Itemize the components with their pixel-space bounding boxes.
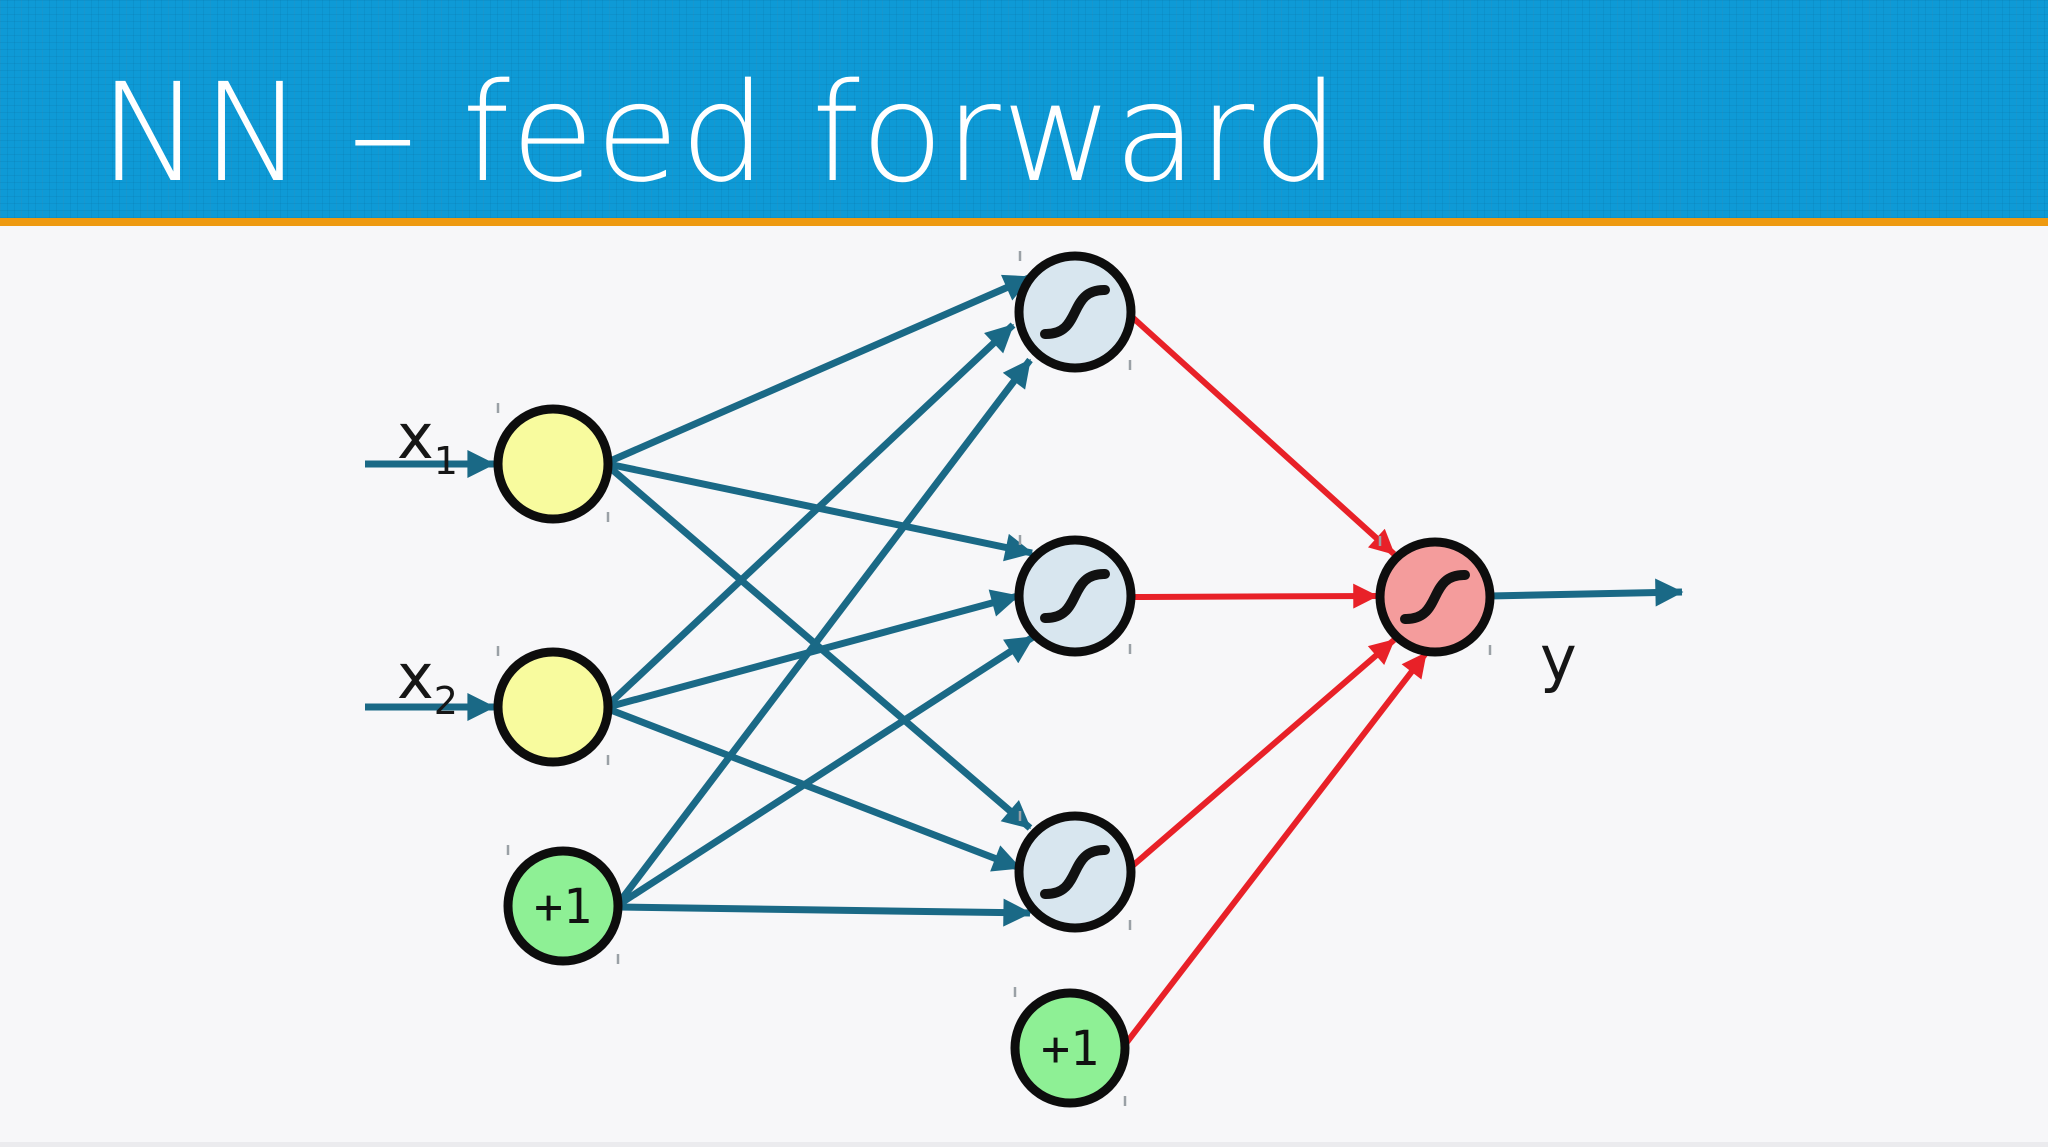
slide-header: NN – feed forward bbox=[0, 0, 2048, 218]
accent-bar bbox=[0, 218, 2048, 226]
label-x1-text: x bbox=[397, 400, 434, 473]
edge-h1-to-output bbox=[1128, 313, 1397, 557]
node-hidden-2 bbox=[1014, 535, 1136, 657]
label-x2-text: x bbox=[397, 640, 434, 713]
edges-layer bbox=[365, 273, 1684, 1048]
label-y: y bbox=[1540, 622, 1577, 695]
label-y-text: y bbox=[1540, 622, 1577, 695]
node-circle-bias-output-layer bbox=[1010, 988, 1130, 1108]
bias-label: +1 bbox=[534, 879, 592, 935]
node-circle-input-x1 bbox=[493, 404, 613, 524]
node-hidden-1 bbox=[1014, 251, 1136, 373]
bottom-edge-strip bbox=[0, 1142, 2048, 1147]
edge-x2-to-h1 bbox=[605, 322, 1016, 708]
sigmoid-icon bbox=[1400, 569, 1470, 625]
nodes-layer: +1 +1 bbox=[493, 251, 1495, 1108]
node-output bbox=[1375, 537, 1495, 657]
node-hidden-3 bbox=[1014, 811, 1136, 933]
edge-h2-to-output bbox=[1131, 583, 1379, 609]
edge-bias2-to-output bbox=[1121, 651, 1429, 1048]
label-x1: x1 bbox=[397, 400, 458, 483]
page-title: NN – feed forward bbox=[99, 55, 1341, 213]
node-circle-bias-hidden-layer bbox=[503, 846, 623, 966]
sigmoid-icon bbox=[1040, 844, 1110, 900]
edge-bias1-to-h2 bbox=[616, 634, 1035, 908]
node-input-x1 bbox=[493, 404, 613, 524]
bias-label: +1 bbox=[1041, 1021, 1099, 1077]
sigmoid-icon bbox=[1040, 284, 1110, 340]
node-input-x2 bbox=[493, 647, 613, 767]
label-x1-subscript: 1 bbox=[434, 439, 458, 483]
edge-bias1-to-h1 bbox=[615, 357, 1033, 907]
node-bias-output-layer: +1 bbox=[1010, 988, 1130, 1108]
edge-h3-to-output bbox=[1128, 637, 1396, 871]
label-x2-subscript: 2 bbox=[434, 679, 458, 723]
label-x2: x2 bbox=[397, 640, 458, 723]
node-bias-hidden-layer: +1 bbox=[503, 846, 623, 966]
sigmoid-icon bbox=[1040, 568, 1110, 624]
node-corner-ticks-layer bbox=[496, 251, 1492, 1106]
edge-x1-to-h1 bbox=[606, 273, 1033, 466]
node-circle-input-x2 bbox=[493, 647, 613, 767]
edge-bias1-to-h3 bbox=[617, 898, 1032, 927]
edge-output-arrow-y bbox=[1489, 578, 1684, 607]
edge-x2-to-h3 bbox=[606, 705, 1022, 872]
